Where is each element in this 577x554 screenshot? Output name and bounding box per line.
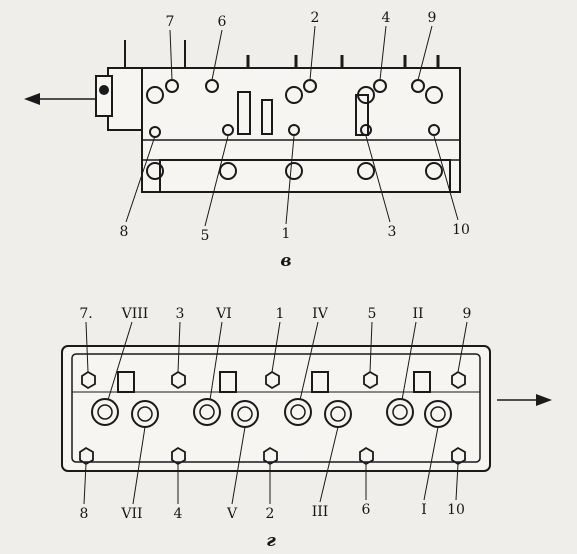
side-view-figure: 7 6 2 4 9 8 5 1 3 10 в <box>24 10 470 271</box>
label-valve-top: VIII <box>121 306 149 322</box>
label-nut-bottom: 10 <box>447 502 465 518</box>
head-studs <box>246 55 440 68</box>
label-nut-bottom: 8 <box>80 506 89 522</box>
right-arrow-icon <box>497 394 552 406</box>
label-bolt-top: 9 <box>428 10 437 26</box>
label-valve-bottom: V <box>226 506 238 522</box>
label-bolt-top: 7 <box>166 14 175 30</box>
label-valve-bottom: III <box>312 504 329 520</box>
label-nut-bottom: 6 <box>362 502 371 518</box>
label-bolt-top: 4 <box>382 10 391 26</box>
label-bolt-bottom: 1 <box>282 226 291 242</box>
label-valve-bottom: VII <box>120 506 142 522</box>
label-nut-top: 5 <box>368 306 377 322</box>
label-bolt-bottom: 8 <box>120 224 129 240</box>
head-flange <box>159 159 451 193</box>
label-valve-top: VI <box>215 306 232 322</box>
caption-v: в <box>280 251 291 271</box>
label-bolt-top: 2 <box>311 10 320 26</box>
lower-row-nuts <box>79 446 466 466</box>
top-leader-lines <box>169 25 433 81</box>
label-valve-top: IV <box>312 306 329 322</box>
label-nut-top: 1 <box>276 306 285 322</box>
caption-g: г <box>266 531 276 551</box>
label-nut-top: 7. <box>79 306 92 322</box>
left-arrow-icon <box>24 93 95 105</box>
cam-sprocket <box>95 40 186 131</box>
label-nut-top: 3 <box>176 306 185 322</box>
top-view-figure: 7. VIII 3 VI 1 IV 5 II 9 8 VII 4 V 2 III… <box>61 306 552 551</box>
label-valve-bottom: I <box>421 502 427 518</box>
label-bolt-bottom: 3 <box>388 224 397 240</box>
bottom-leader-lines <box>125 135 459 227</box>
label-bolt-bottom: 5 <box>201 228 210 244</box>
top-view-upper-leaders <box>85 321 468 401</box>
label-bolt-bottom: 10 <box>452 222 470 238</box>
label-nut-top: 9 <box>463 306 472 322</box>
label-nut-bottom: 2 <box>266 506 275 522</box>
upper-large-bolts <box>146 86 443 104</box>
top-view-lower-leaders <box>83 426 459 505</box>
label-nut-bottom: 4 <box>174 506 183 522</box>
label-bolt-top: 6 <box>218 14 227 30</box>
bottom-row-bolts <box>146 162 443 180</box>
label-valve-top: II <box>412 306 423 322</box>
rocker-pedestals <box>117 371 431 393</box>
